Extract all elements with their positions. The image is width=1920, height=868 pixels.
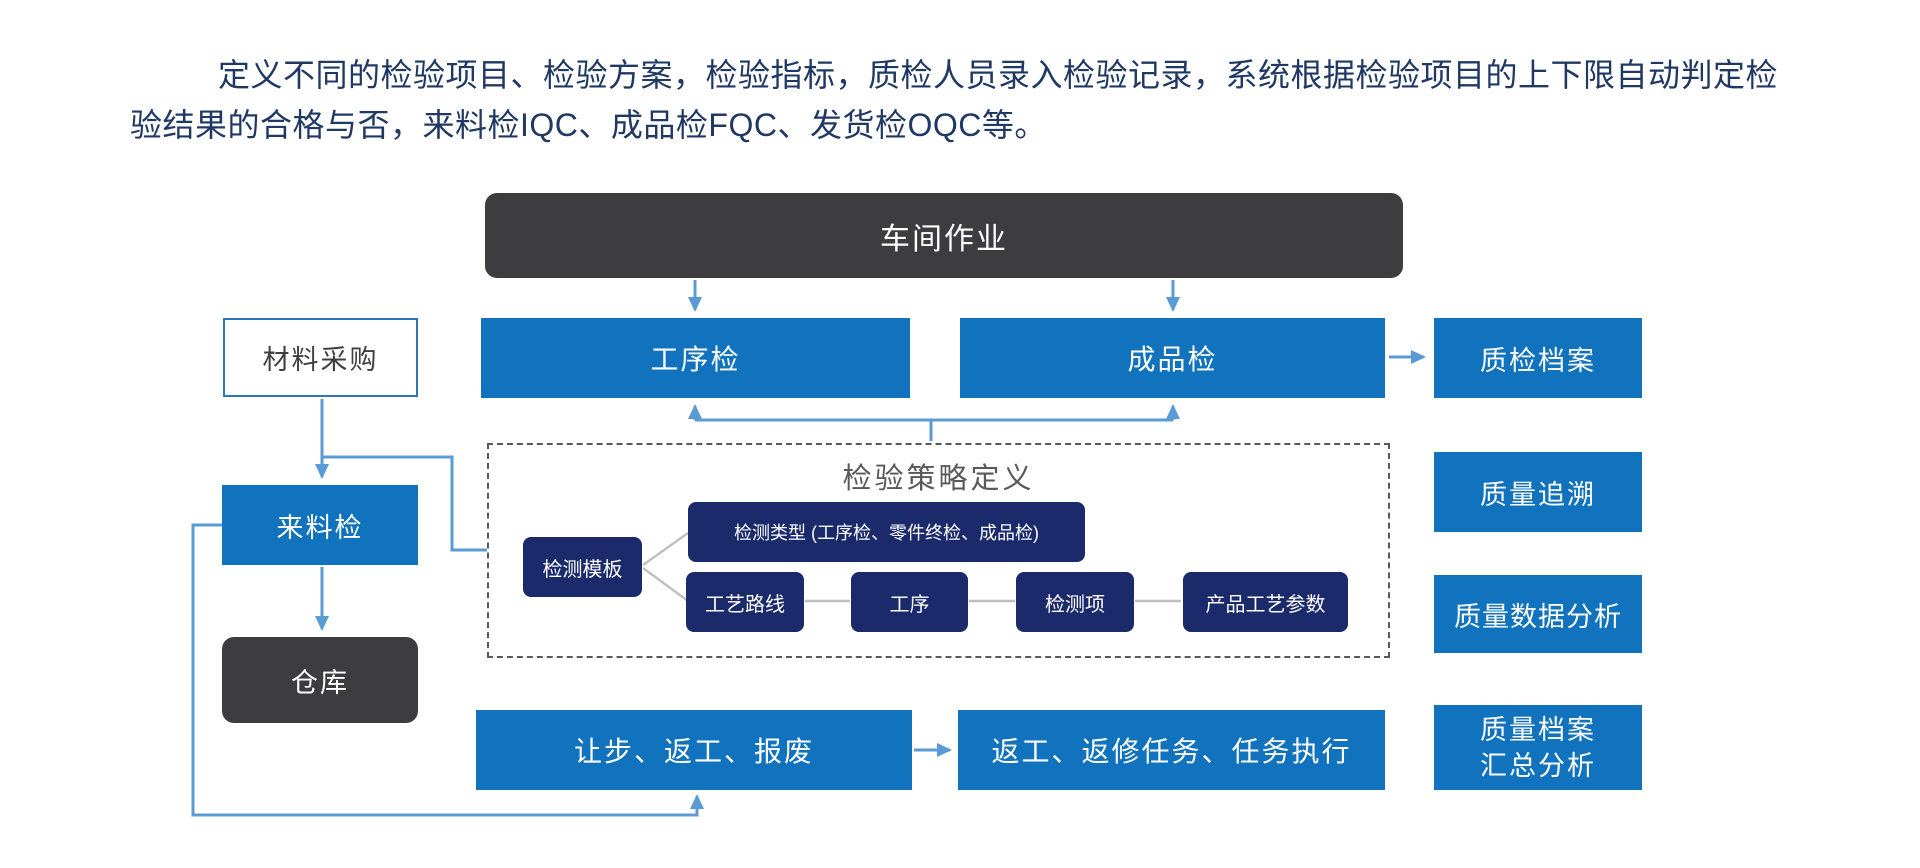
line-branch-to-strategy — [322, 455, 487, 552]
quality-data-analysis-box: 质量数据分析 — [1434, 575, 1642, 653]
product-check-box: 成品检 — [960, 318, 1385, 398]
process-box: 工序 — [851, 572, 968, 632]
intro-paragraph: 定义不同的检验项目、检验方案，检验指标，质检人员录入检验记录，系统根据检验项目的… — [130, 57, 1779, 143]
rework-repair-tasks-box: 返工、返修任务、任务执行 — [958, 710, 1385, 790]
strategy-title: 检验策略定义 — [842, 463, 1035, 495]
process-check-box: 工序检 — [481, 318, 910, 398]
product-params-box: 产品工艺参数 — [1183, 572, 1348, 632]
concession-rework-scrap-box: 让步、返工、报废 — [476, 710, 912, 790]
quality-trace-box: 质量追溯 — [1434, 452, 1642, 532]
qc-archive-box: 质检档案 — [1434, 318, 1642, 398]
template-box: 检测模板 — [523, 537, 642, 597]
workshop-box: 车间作业 — [485, 193, 1403, 278]
inspection-type-box: 检测类型 (工序检、零件终检、成品检) — [688, 502, 1085, 562]
quality-archive-summary-box: 质量档案 汇总分析 — [1434, 705, 1642, 790]
line-strategy-split — [695, 418, 1173, 441]
line-template-to-type — [642, 531, 689, 567]
warehouse-box: 仓库 — [222, 637, 418, 723]
incoming-check-box: 来料检 — [222, 485, 418, 565]
material-purchase-box: 材料采购 — [223, 318, 418, 397]
strategy-definition-panel: 检验策略定义 — [487, 443, 1390, 658]
line-incoming-to-concession — [191, 523, 704, 817]
line-template-to-route — [642, 566, 689, 603]
process-route-box: 工艺路线 — [686, 572, 804, 632]
inspection-item-box: 检测项 — [1016, 572, 1134, 632]
